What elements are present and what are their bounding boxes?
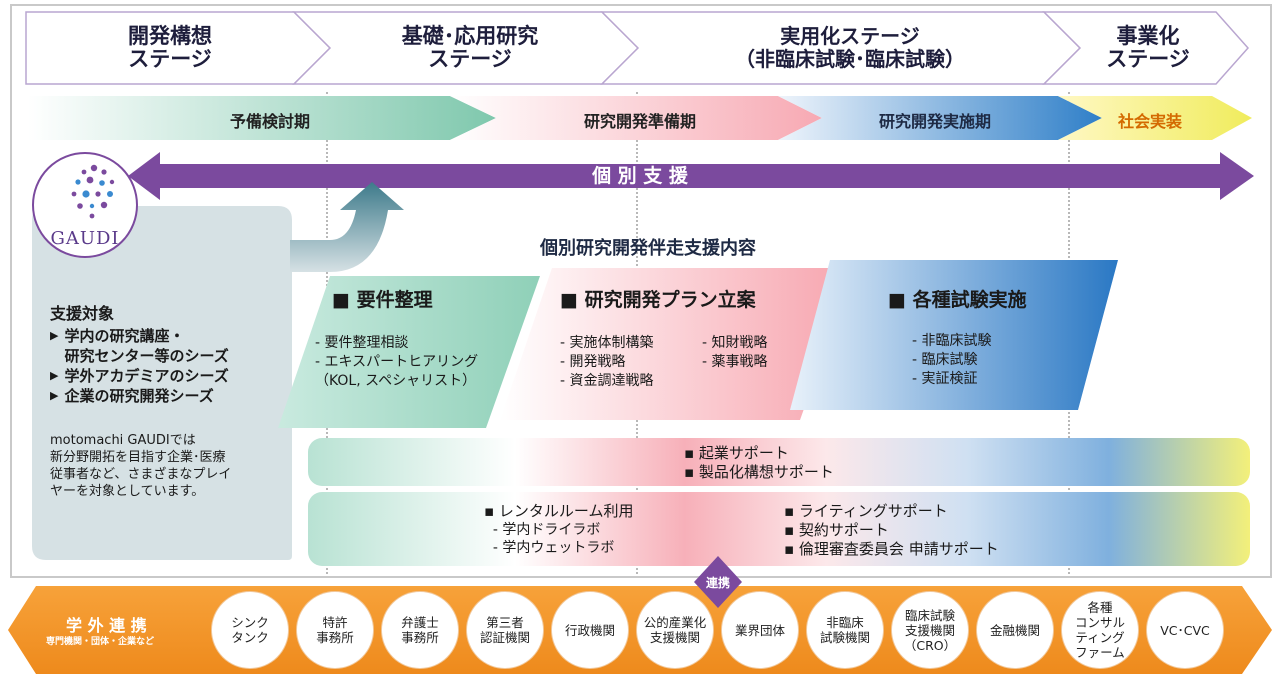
partner-government: 行政機関 (552, 592, 628, 668)
renkei-diamond (694, 556, 742, 608)
content-title: 個別研究開発伴走支援内容 (540, 238, 756, 259)
support-bar-2-right-item: ▪ 倫理審査委員会 申請サポート (784, 540, 999, 558)
gaudi-logo: GAUDI (32, 152, 138, 258)
partner-industry-group: 業界団体 (722, 592, 798, 668)
gaudi-dots-icon (71, 164, 115, 219)
triangle-icon: ▶ (50, 389, 59, 402)
phase-label-implementation: 研究開発実施期 (878, 112, 991, 131)
partner-patent-office: 特許 事務所 (297, 592, 373, 668)
triangle-icon: ▶ (50, 369, 59, 382)
stage-label-planning: 開発構想 ステージ (128, 24, 212, 71)
partner-public-support: 公的産業化 支援機関 (637, 592, 713, 668)
target-item: ▶ 学外アカデミアのシーズ (50, 367, 229, 385)
external-title: 学 外 連 携 (66, 616, 147, 635)
partner-consulting: 各種 コンサル ティング ファーム (1062, 592, 1138, 668)
support-bar-2-right-item: ▪ 契約サポート (784, 521, 889, 539)
card-items-requirements: - 要件整理相談 - エキスパートヒアリング （KOL, スペシャリスト） (315, 335, 479, 389)
support-bar-2-left-item: - 学内ウェットラボ (484, 540, 615, 556)
card-title-plan: ■ 研究開発プラン立案 (560, 289, 756, 311)
card-title-requirements: ■ 要件整理 (332, 289, 433, 311)
card-items-plan-left: - 実施体制構築 - 開発戦略 - 資金調達戦略 (560, 335, 654, 389)
partner-law-office: 弁護士 事務所 (382, 592, 458, 668)
support-bar-2-right-item: ▪ ライティングサポート (784, 502, 948, 520)
support-bar-1-item: ▪ 起業サポート (684, 444, 789, 462)
triangle-icon: ▶ (50, 329, 59, 342)
external-subtitle: 専門機関・団体・企業など (46, 637, 155, 647)
card-shape-plan (500, 268, 854, 420)
partner-vc: VC･CVC (1147, 592, 1223, 668)
stage-label-business: 事業化 ステージ (1106, 24, 1190, 71)
card-items-plan-right: - 知財戦略 - 薬事戦略 (702, 335, 768, 370)
renkei-label: 連携 (705, 576, 730, 590)
partner-finance: 金融機関 (977, 592, 1053, 668)
card-title-trials: ■ 各種試験実施 (888, 289, 1027, 311)
diagram-frame (10, 4, 1272, 578)
support-bar-2 (308, 492, 1250, 566)
support-bar-2-left-item: - 学内ドライラボ (484, 522, 601, 538)
target-list: ▶ 学内の研究講座・ 研究センター等のシーズ ▶ 学外アカデミアのシーズ ▶ 企… (50, 326, 290, 406)
card-requirements: ■ 要件整理 (332, 290, 433, 310)
gaudi-logo-text: GAUDI (50, 228, 120, 249)
target-title: 支援対象 (50, 304, 115, 323)
phase-label-social: 社会実装 (1117, 112, 1182, 131)
phase-arrow-social (1058, 96, 1252, 140)
target-item: ▶ 企業の研究開発シーズ (50, 387, 214, 405)
target-item: ▶ 学内の研究講座・ 研究センター等のシーズ (50, 327, 229, 365)
phase-label-preliminary: 予備検討期 (229, 112, 310, 131)
partner-nonclinical: 非臨床 試験機関 (807, 592, 883, 668)
card-shape-trials (790, 260, 1118, 410)
card-plan: ■ 研究開発プラン立案 (560, 290, 756, 310)
phase-arrow-preparation (450, 96, 822, 140)
phase-arrow-implementation (778, 96, 1102, 140)
phase-label-preparation: 研究開発準備期 (583, 112, 696, 131)
support-bar-2-left-item: ▪ レンタルルーム利用 (484, 502, 634, 520)
card-items-trials: - 非臨床試験 - 臨床試験 - 実証検証 (912, 333, 992, 387)
partner-certification: 第三者 認証機関 (467, 592, 543, 668)
card-shape-requirements (278, 276, 540, 428)
stage-label-practical: 実用化ステージ （非臨床試験･臨床試験） (735, 24, 965, 71)
target-description: motomachi GAUDIでは 新分野開拓を目指す企業･医療 従事者など、さ… (50, 433, 232, 499)
individual-support-label: 個 別 支 援 (592, 165, 688, 187)
partner-cro: 臨床試験 支援機関 （CRO） (892, 592, 968, 668)
card-trials: ■ 各種試験実施 (888, 290, 1027, 310)
stage-label-research: 基礎･応用研究 ステージ (401, 24, 539, 71)
phase-arrow-preliminary (28, 96, 496, 140)
support-bar-1 (308, 438, 1250, 486)
partner-think-tank: シンク タンク (212, 592, 288, 668)
support-bar-1-item: ▪ 製品化構想サポート (684, 463, 834, 481)
stage-chevron-4 (1042, 11, 1250, 85)
